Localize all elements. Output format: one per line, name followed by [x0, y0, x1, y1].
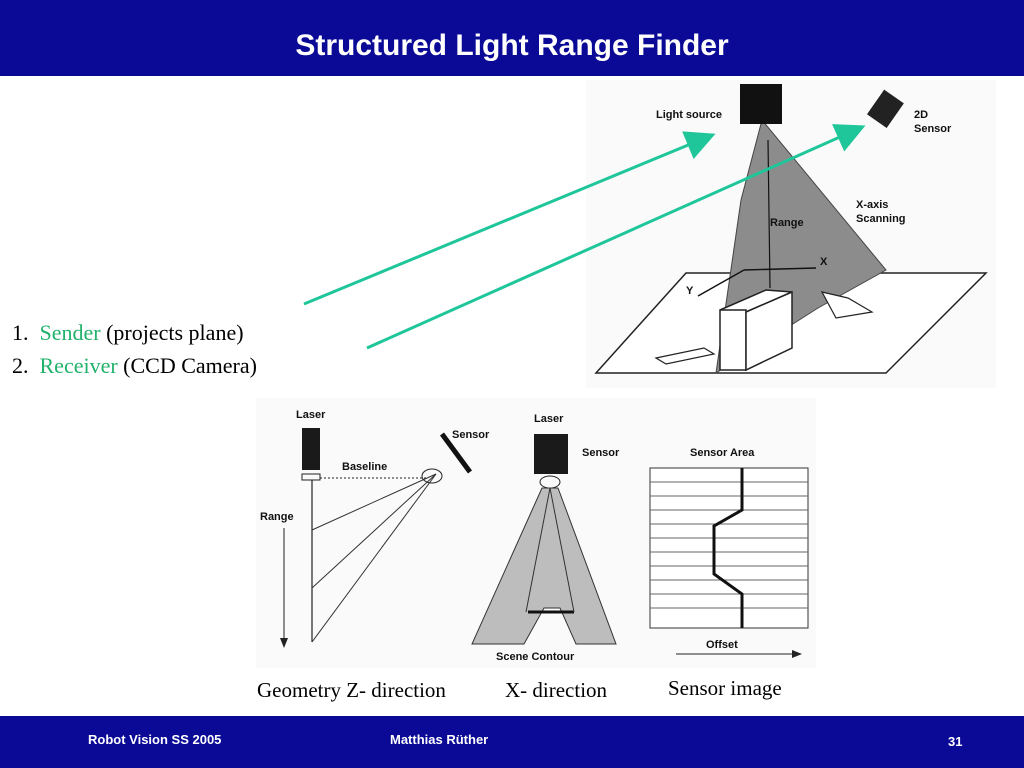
sensor-label: Sensor — [582, 447, 620, 459]
list-number: 1. — [12, 320, 29, 345]
sensor-image-figure: Sensor Area Offset — [649, 447, 809, 658]
laser-label: Laser — [534, 413, 564, 425]
range-label: Range — [770, 217, 804, 229]
list-number: 2. — [12, 353, 29, 378]
page-title: Structured Light Range Finder — [295, 29, 729, 62]
list-item-sender: 1. Sender (projects plane) — [12, 316, 257, 349]
sensor-2d-label-line2: Sensor — [914, 123, 952, 135]
offset-label: Offset — [706, 639, 738, 651]
sensor-area-label: Sensor Area — [690, 447, 755, 459]
x-axis-label: X — [820, 256, 828, 268]
light-source-label: Light source — [656, 109, 722, 121]
baseline-label: Baseline — [342, 461, 387, 473]
z-direction-figure: Laser Sensor Baseline Range — [260, 409, 490, 648]
title-bar: Structured Light Range Finder — [0, 0, 1024, 76]
receiver-desc: (CCD Camera) — [123, 353, 257, 378]
sensor-2d-label-line1: 2D — [914, 109, 928, 121]
xaxis-label-line2: Scanning — [856, 213, 906, 225]
caption-z-direction: Geometry Z- direction — [257, 678, 446, 702]
range-label: Range — [260, 511, 294, 523]
caption-x-direction: X- direction — [505, 678, 608, 702]
sender-desc: (projects plane) — [106, 320, 244, 345]
laser-label: Laser — [296, 409, 326, 421]
range-geometry-figures: Laser Sensor Baseline Range Laser Sensor… — [256, 398, 816, 668]
x-direction-figure: Laser Sensor Scene Contour — [471, 413, 620, 663]
sender-term: Sender — [39, 320, 101, 345]
structured-light-setup-figure: Light source 2D Sensor X-axis Scanning R… — [586, 80, 996, 388]
footer-course: Robot Vision SS 2005 — [88, 732, 222, 747]
caption-sensor-image: Sensor image — [668, 676, 782, 700]
list-item-receiver: 2. Receiver (CCD Camera) — [12, 349, 257, 382]
scene-contour-label: Scene Contour — [496, 651, 575, 663]
receiver-arrow — [366, 124, 866, 350]
footer-page-number: 31 — [948, 734, 963, 749]
receiver-term: Receiver — [39, 353, 118, 378]
component-list: 1. Sender (projects plane) 2. Receiver (… — [12, 316, 257, 382]
y-axis-label: Y — [686, 285, 694, 297]
sender-arrow — [303, 131, 716, 306]
xaxis-label-line1: X-axis — [856, 199, 888, 211]
sensor-label: Sensor — [452, 429, 490, 441]
footer-bar: Robot Vision SS 2005 Matthias Rüther 31 — [0, 716, 1024, 768]
footer-author: Matthias Rüther — [390, 732, 489, 747]
